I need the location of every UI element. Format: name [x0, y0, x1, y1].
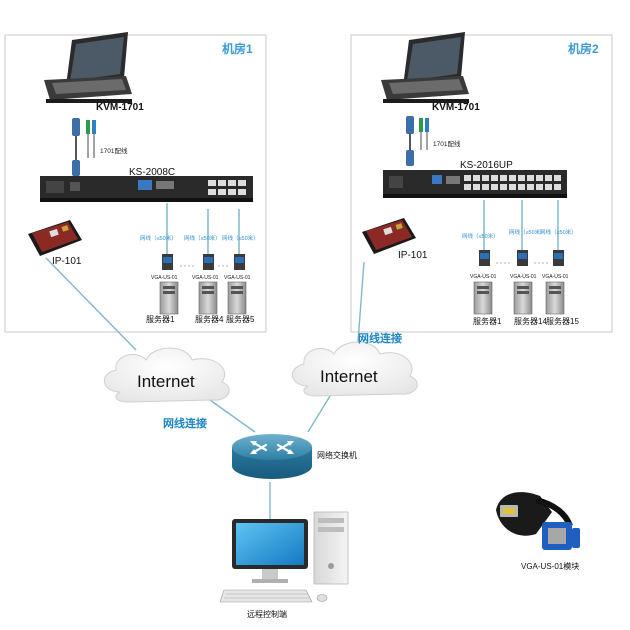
room1-ip-label: IP-101	[52, 256, 82, 267]
room1-server-label-1: 服务器1	[146, 314, 175, 324]
room1-server-unit	[227, 209, 247, 315]
room2-server-label-1: 服务器1	[473, 316, 502, 326]
net-link-label-right: 网线连接	[358, 331, 402, 345]
room1-box	[4, 34, 267, 333]
internet-label-right: Internet	[320, 367, 378, 386]
room2-title: 机房2	[568, 41, 599, 56]
room1-ip-module-icon	[28, 220, 82, 256]
room2-server-label-2: 服务器14	[514, 316, 547, 326]
room1-server-unit	[198, 209, 218, 315]
network-switch-label: 网络交换机	[317, 450, 357, 460]
room1-kvm-switch-icon	[40, 176, 253, 202]
room2-server-unit	[473, 200, 493, 315]
room2-adapter-label-2: VGA-US-01	[510, 274, 537, 280]
room2-server-unit	[545, 200, 565, 315]
room2-net-label-2: 网线（≤50米）	[509, 228, 546, 236]
room1-cable-label: 1701配线	[100, 146, 128, 155]
room2-kvm-switch-icon	[383, 170, 567, 198]
room2-net-label-3: 网线（≤50米）	[540, 228, 577, 236]
network-switch-icon	[232, 434, 312, 479]
internet-label-left: Internet	[137, 372, 195, 391]
room2-cable-label: 1701配线	[433, 139, 461, 148]
vga-us-01-module-icon	[496, 492, 580, 550]
net-link-label-left: 网线连接	[163, 416, 207, 430]
room1-title: 机房1	[222, 41, 253, 56]
room1-switch-label: KS-2008C	[129, 167, 175, 178]
room1-server-unit	[159, 203, 179, 315]
remote-console-label: 远程控制端	[247, 609, 287, 619]
room1-kvm-label: KVM-1701	[96, 102, 144, 113]
room2-ip-module-icon	[362, 218, 416, 254]
room2-server-label-3: 服务器15	[546, 316, 579, 326]
room1-kvm-console-icon	[44, 32, 132, 103]
room2-switch-label: KS-2016UP	[460, 160, 513, 171]
room2-kvm-label: KVM-1701	[432, 102, 480, 113]
room1-server-label-3: 服务器5	[226, 314, 255, 324]
room2-adapter-label-1: VGA-US-01	[470, 274, 497, 280]
room2-kvm-console-icon	[381, 32, 469, 103]
internet-cloud-left-icon	[104, 347, 230, 403]
room1-adapter-label-3: VGA-US-01	[224, 275, 251, 281]
room2-cable-icon	[406, 116, 429, 166]
room2-ip-label: IP-101	[398, 250, 428, 261]
room1-servers	[159, 203, 247, 315]
network-links	[45, 257, 365, 520]
room1-net-label-3: 网线（≤50米）	[222, 234, 259, 242]
room2-servers	[473, 200, 565, 315]
room2-server-unit	[513, 200, 533, 315]
room2-adapter-label-3: VGA-US-01	[542, 274, 569, 280]
internet-cloud-right-icon	[292, 341, 418, 397]
room1-adapter-label-1: VGA-US-01	[151, 275, 178, 281]
room1-net-label-1: 网线（≤50米）	[140, 234, 177, 242]
room2-box	[350, 34, 613, 333]
room1-cable-icon	[72, 118, 96, 176]
room2-net-label-1: 网线（≤50米）	[462, 232, 499, 240]
vga-module-label: VGA-US-01模块	[521, 561, 579, 571]
room1-server-label-2: 服务器4	[195, 314, 224, 324]
room1-adapter-label-2: VGA-US-01	[192, 275, 219, 281]
room1-net-label-2: 网线（≤50米）	[184, 234, 221, 242]
remote-console-icon	[219, 511, 349, 603]
